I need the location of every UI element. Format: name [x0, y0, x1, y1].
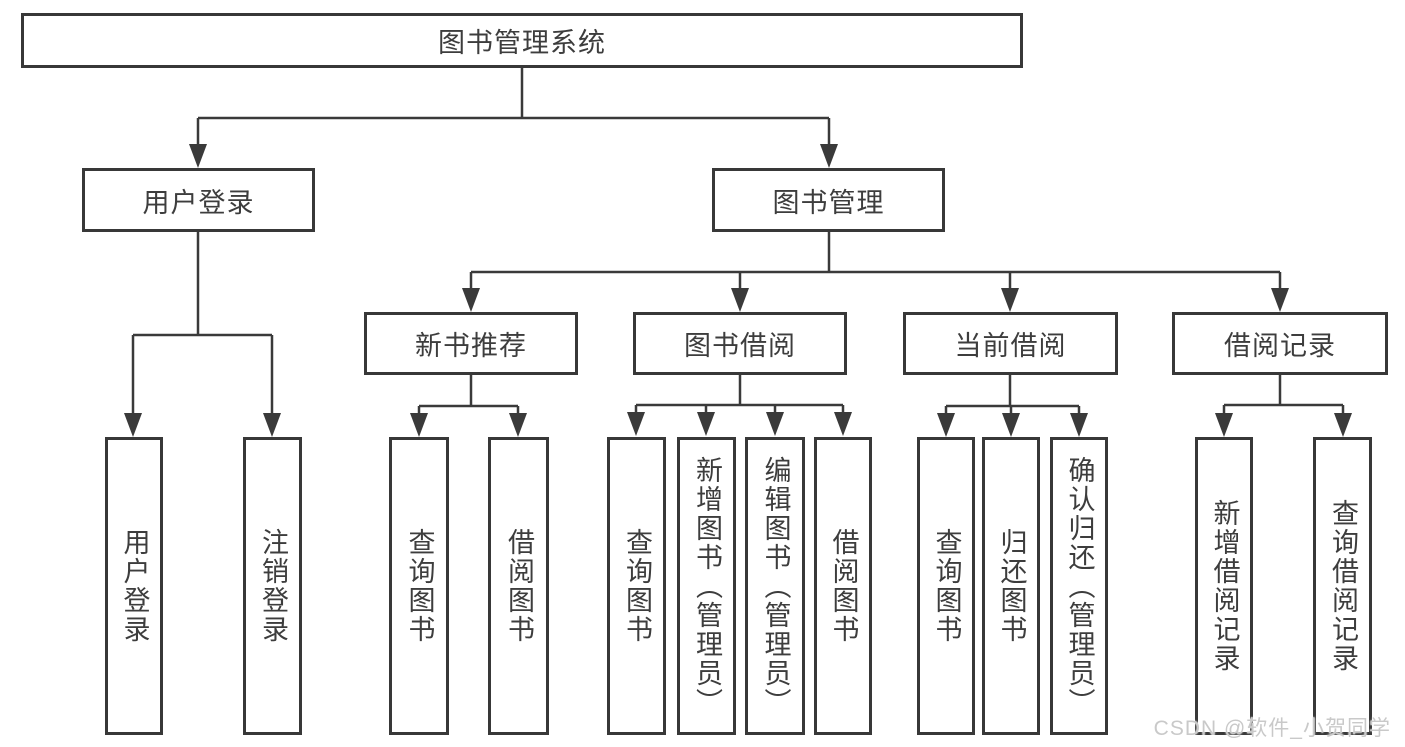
arrowhead-icon: [697, 412, 715, 436]
connector-user-login-children: [124, 232, 281, 437]
leaf-return-books: 归还图书: [982, 437, 1040, 735]
arrowhead-icon: [1271, 288, 1289, 312]
connector-new-book-recommend-children: [410, 375, 527, 437]
connector-line: [417, 375, 520, 415]
connector-line: [196, 68, 831, 146]
node-borrowing-records: 借阅记录: [1172, 312, 1388, 375]
arrowhead-icon: [410, 413, 428, 437]
connector-borrowing-records-children: [1215, 375, 1352, 437]
arrowhead-icon: [263, 413, 281, 437]
leaf-query-books-borrowing: 查询图书: [607, 437, 666, 735]
leaf-edit-books-admin: 编辑图书（管理员）: [745, 437, 805, 735]
leaf-borrow-books: 借阅图书: [814, 437, 872, 735]
leaf-query-books-recommend: 查询图书: [389, 437, 449, 735]
connector-line: [131, 232, 274, 415]
node-current-borrowing: 当前借阅: [903, 312, 1118, 375]
csdn-watermark: CSDN @软件_小贺同学: [1153, 717, 1391, 740]
leaf-borrow-books-recommend: 借阅图书: [488, 437, 549, 735]
connector-book-management-children: [462, 232, 1289, 312]
arrowhead-icon: [1001, 288, 1019, 312]
connector-current-borrowing-children: [937, 375, 1088, 437]
leaf-add-borrow-record: 新增借阅记录: [1195, 437, 1253, 735]
connector-line: [634, 375, 845, 414]
leaf-confirm-return-admin: 确认归还（管理员）: [1050, 437, 1108, 735]
arrowhead-icon: [766, 412, 784, 436]
connector-line: [944, 375, 1081, 415]
node-library-management-system: 图书管理系统: [21, 13, 1023, 68]
arrowhead-icon: [1215, 413, 1233, 437]
leaf-logout: 注销登录: [243, 437, 302, 735]
arrowhead-icon: [509, 413, 527, 437]
arrowhead-icon: [1334, 413, 1352, 437]
arrowhead-icon: [1002, 413, 1020, 437]
node-book-borrowing: 图书借阅: [633, 312, 847, 375]
arrowhead-icon: [189, 144, 207, 168]
leaf-query-books-current: 查询图书: [917, 437, 975, 735]
connector-book-borrowing-children: [627, 375, 852, 436]
arrowhead-icon: [834, 412, 852, 436]
connector-line: [1222, 375, 1345, 415]
arrowhead-icon: [820, 144, 838, 168]
connector-line: [469, 232, 1282, 290]
node-new-book-recommend: 新书推荐: [364, 312, 578, 375]
node-user-login: 用户登录: [82, 168, 315, 232]
leaf-query-borrow-record: 查询借阅记录: [1313, 437, 1372, 735]
arrowhead-icon: [937, 413, 955, 437]
arrowhead-icon: [1070, 413, 1088, 437]
arrowhead-icon: [462, 288, 480, 312]
arrowhead-icon: [124, 413, 142, 437]
arrowhead-icon: [731, 288, 749, 312]
leaf-add-books-admin: 新增图书（管理员）: [677, 437, 736, 735]
node-book-management: 图书管理: [712, 168, 945, 232]
connector-root-to-level2: [189, 68, 838, 168]
leaf-user-login: 用户登录: [105, 437, 163, 735]
arrowhead-icon: [627, 412, 645, 436]
